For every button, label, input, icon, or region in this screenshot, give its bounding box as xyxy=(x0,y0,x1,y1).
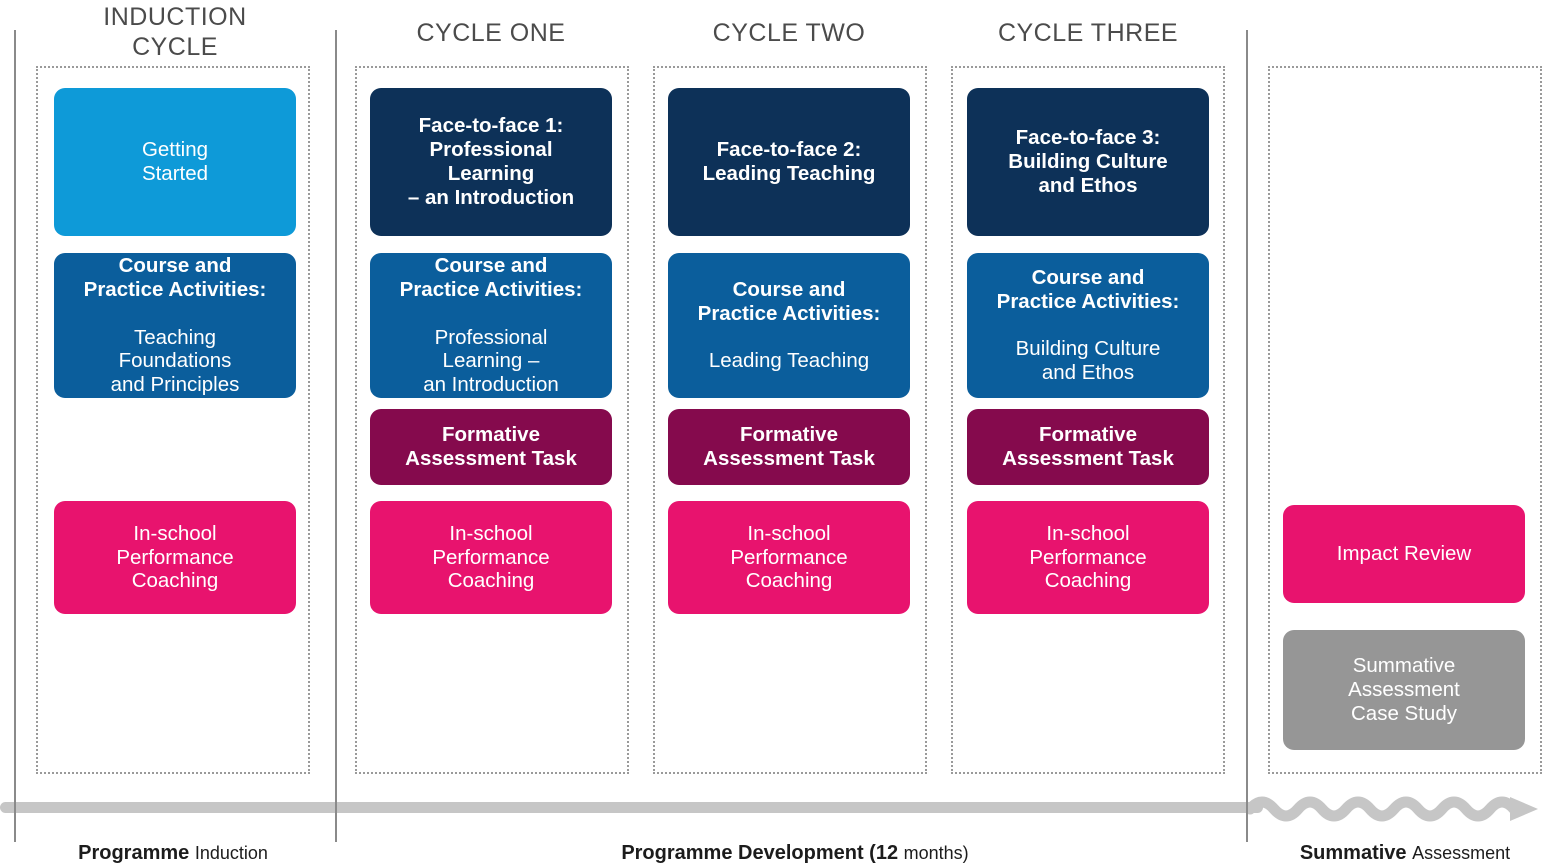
dotted-container-cycle-one xyxy=(355,66,629,774)
dotted-container-induction-cycle xyxy=(36,66,310,774)
card-cpa-teaching-foundations[interactable]: Course and Practice Activities: Teaching… xyxy=(54,253,296,398)
dotted-container-cycle-three xyxy=(951,66,1225,774)
timeline-bar xyxy=(0,802,1263,813)
card-impact-review-label: Impact Review xyxy=(1336,542,1472,566)
card-cycle-three-in-school-performance-coaching-label: In-school Performance Coaching xyxy=(1029,521,1147,593)
card-cycle-two-formative-assessment-task[interactable]: Formative Assessment Task xyxy=(668,409,910,485)
card-cpa-leading-teaching[interactable]: Course and Practice Activities: Leading … xyxy=(668,253,910,398)
card-face-to-face-3-label: Face-to-face 3: Building Culture and Eth… xyxy=(1008,126,1168,197)
card-summative-assessment-case-study[interactable]: Summative Assessment Case Study xyxy=(1283,630,1525,750)
card-impact-review[interactable]: Impact Review xyxy=(1283,505,1525,603)
card-cpa-professional-learning-title: Course and Practice Activities: xyxy=(399,254,583,301)
timeline-label-programme-development: Programme Development (12 months) xyxy=(621,842,969,864)
card-getting-started-label: Getting Started xyxy=(141,138,209,185)
card-cpa-professional-learning[interactable]: Course and Practice Activities: Professi… xyxy=(370,253,612,398)
card-cpa-professional-learning-subtitle: Professional Learning – an Introduction xyxy=(423,325,559,397)
card-cycle-two-in-school-performance-coaching-label: In-school Performance Coaching xyxy=(730,521,848,593)
card-cpa-building-culture-title: Course and Practice Activities: xyxy=(996,266,1180,313)
column-header-cycle-three: CYCLE THREE xyxy=(997,19,1179,47)
card-cycle-three-in-school-performance-coaching[interactable]: In-school Performance Coaching xyxy=(967,501,1209,614)
card-cpa-building-culture[interactable]: Course and Practice Activities: Building… xyxy=(967,253,1209,398)
card-cycle-one-in-school-performance-coaching[interactable]: In-school Performance Coaching xyxy=(370,501,612,614)
card-face-to-face-3[interactable]: Face-to-face 3: Building Culture and Eth… xyxy=(967,88,1209,236)
card-cpa-building-culture-subtitle: Building Culture and Ethos xyxy=(1015,337,1161,385)
card-cycle-two-formative-assessment-task-label: Formative Assessment Task xyxy=(703,423,875,470)
column-header-induction-cycle: INDUCTION CYCLE xyxy=(103,3,247,61)
card-face-to-face-1[interactable]: Face-to-face 1: Professional Learning – … xyxy=(370,88,612,236)
card-face-to-face-2-label: Face-to-face 2: Leading Teaching xyxy=(702,138,876,185)
card-cycle-three-formative-assessment-task-label: Formative Assessment Task xyxy=(1002,423,1174,470)
card-cpa-teaching-foundations-subtitle: Teaching Foundations and Principles xyxy=(110,325,240,397)
timeline-tick-mid xyxy=(335,790,337,842)
card-cpa-teaching-foundations-title: Course and Practice Activities: xyxy=(83,254,267,301)
timeline-tick-right xyxy=(1246,790,1248,842)
timeline-label-summative-assessment: Summative Assessment xyxy=(1299,842,1511,864)
card-cpa-leading-teaching-subtitle: Leading Teaching xyxy=(708,349,870,373)
vertical-rule-left xyxy=(14,30,16,842)
timeline-wavy-arrow xyxy=(1244,790,1550,828)
card-induction-in-school-performance-coaching-label: In-school Performance Coaching xyxy=(116,521,234,593)
card-cpa-leading-teaching-title: Course and Practice Activities: xyxy=(697,277,881,325)
timeline-tick-left xyxy=(14,790,16,842)
column-header-cycle-one: CYCLE ONE xyxy=(416,19,566,47)
card-cycle-one-formative-assessment-task[interactable]: Formative Assessment Task xyxy=(370,409,612,485)
card-induction-in-school-performance-coaching[interactable]: In-school Performance Coaching xyxy=(54,501,296,614)
card-cycle-one-in-school-performance-coaching-label: In-school Performance Coaching xyxy=(432,521,550,593)
timeline-label-programme-induction: Programme Induction xyxy=(78,842,268,864)
card-cycle-three-formative-assessment-task[interactable]: Formative Assessment Task xyxy=(967,409,1209,485)
card-face-to-face-2[interactable]: Face-to-face 2: Leading Teaching xyxy=(668,88,910,236)
card-summative-assessment-case-study-label: Summative Assessment Case Study xyxy=(1348,654,1460,725)
dotted-container-cycle-two xyxy=(653,66,927,774)
column-header-cycle-two: CYCLE TWO xyxy=(712,19,866,47)
vertical-rule-induction-end xyxy=(335,30,337,842)
vertical-rule-development-end xyxy=(1246,30,1248,842)
card-face-to-face-1-label: Face-to-face 1: Professional Learning – … xyxy=(407,114,575,209)
card-cycle-one-formative-assessment-task-label: Formative Assessment Task xyxy=(405,423,577,470)
dotted-container-summative xyxy=(1268,66,1542,774)
card-cycle-two-in-school-performance-coaching[interactable]: In-school Performance Coaching xyxy=(668,501,910,614)
card-getting-started[interactable]: Getting Started xyxy=(54,88,296,236)
